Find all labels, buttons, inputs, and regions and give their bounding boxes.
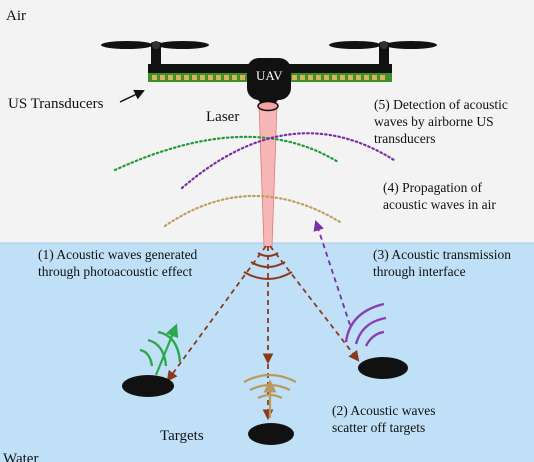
us-transducers-label: US Transducers: [8, 96, 104, 112]
target-left: [122, 375, 174, 397]
uav-body: [247, 58, 291, 100]
ray-to-target-right: [269, 245, 360, 362]
step-4-line-1: (4) Propagation of: [383, 180, 482, 195]
propeller-left-a: [101, 41, 153, 49]
targets-label: Targets: [160, 428, 204, 444]
ray-to-target-left: [166, 245, 267, 382]
uav-arm-right: [274, 64, 392, 73]
air-wave-green: [113, 135, 340, 172]
region-label-air: Air: [6, 8, 26, 24]
step-2-line-1: (2) Acoustic waves: [332, 403, 436, 418]
transducer-dots: [152, 75, 385, 80]
scatter-wave-purple: [344, 302, 387, 347]
step-4-line-2: acoustic waves in air: [383, 197, 496, 212]
air-wave-tan: [163, 194, 342, 228]
propeller-right-b: [385, 41, 437, 49]
target-center: [248, 423, 294, 445]
step-1-line-2: through photoacoustic effect: [38, 264, 193, 279]
region-label-water: Water: [3, 451, 39, 462]
scatter-wave-green: [139, 330, 182, 367]
step-5-line-2: waves by airborne US: [374, 114, 494, 129]
laser-label: Laser: [206, 109, 240, 125]
step-5-line-1: (5) Detection of acoustic: [374, 97, 508, 112]
target-right: [358, 357, 408, 379]
step-3-line-1: (3) Acoustic transmission: [373, 247, 511, 262]
propeller-left-b: [157, 41, 209, 49]
ray-transmission-up: [313, 219, 351, 326]
propeller-right-a: [329, 41, 381, 49]
air-wave-purple: [180, 132, 396, 190]
us-transducers-pointer: [119, 89, 145, 103]
uav-arm-left: [148, 64, 260, 73]
laser-lens: [257, 100, 279, 112]
step-5-line-3: transducers: [374, 131, 436, 146]
step-3-line-2: through interface: [373, 264, 466, 279]
step-1-line-1: (1) Acoustic waves generated: [38, 247, 198, 262]
uav-label: UAV: [256, 68, 283, 83]
scatter-arrow-green: [154, 323, 179, 376]
step-2-line-2: scatter off targets: [332, 420, 426, 435]
uav: [101, 41, 437, 112]
